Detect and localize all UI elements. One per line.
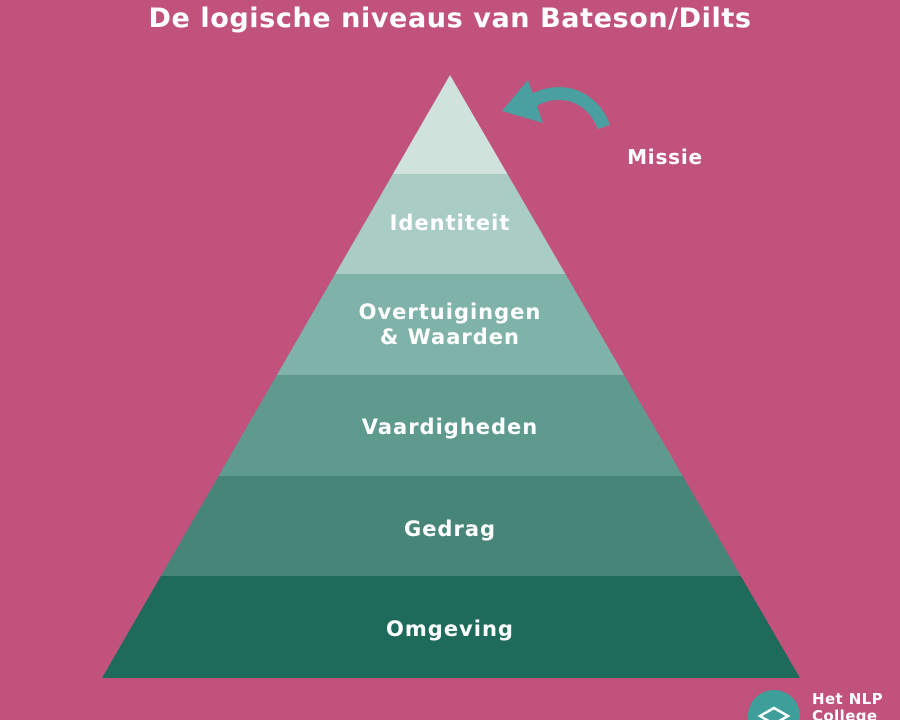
logo-line-1: Het NLP [812, 690, 884, 708]
level-label-vaardigheden: Vaardigheden [361, 415, 539, 439]
missie-label: Missie [627, 145, 703, 169]
level-label-identiteit: Identiteit [389, 211, 511, 235]
page-title: De logische niveaus van Bateson/Dilts [148, 3, 752, 34]
level-label-gedrag: Gedrag [403, 517, 497, 541]
pyramid-tier-vaardigheden [218, 375, 683, 476]
level-label-overtuigingen-waarden: Overtuigingen& Waarden [250, 300, 650, 350]
level-label-omgeving: Omgeving [386, 617, 514, 641]
logo-line-2: College [812, 707, 878, 720]
logo-circle [748, 690, 800, 720]
pyramid-tier-identiteit [335, 174, 566, 274]
nlp-college-logo: Het NLP College [748, 690, 900, 720]
pyramid-tiers [102, 75, 800, 678]
pyramid-tier-omgeving [102, 576, 800, 678]
pyramid-tier-overtuigingen-waarden [276, 274, 625, 375]
logo-text: Het NLP College [812, 691, 883, 720]
curved-arrow-icon [502, 80, 611, 130]
pyramid-tier-gedrag [160, 476, 741, 576]
pyramid-tier-missie [392, 75, 508, 174]
level-label-overtuigingen-line: Overtuigingen& Waarden [358, 300, 542, 349]
graduation-cap-icon [757, 706, 791, 720]
